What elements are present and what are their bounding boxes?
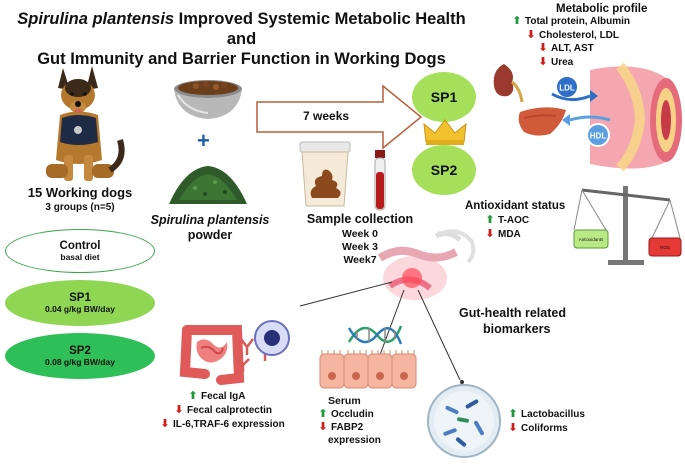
fecal-item-3: ⬇IL-6,TRAF-6 expression	[160, 418, 285, 430]
down-arrow-icon: ⬇	[508, 422, 518, 434]
antioxidant-item-1: ⬆T-AOC	[485, 214, 530, 226]
sample-collection-heading: Sample collection	[306, 212, 414, 226]
plus-sign: +	[197, 128, 210, 153]
group-control-name: Control	[59, 240, 101, 252]
group-sp1-name: SP1	[69, 292, 91, 304]
antioxidant-heading: Antioxidant status	[465, 200, 566, 212]
down-arrow-icon: ⬇	[538, 55, 548, 68]
treatment-oval-sp1: SP1	[412, 72, 476, 122]
scale-left-label: Antioxidants	[579, 237, 604, 242]
duration-label: 7 weeks	[303, 109, 350, 123]
metabolic-profile-list: ⬆Total protein, Albumin ⬇Cholesterol, LD…	[512, 15, 684, 69]
gut-health-heading-line2: biomarkers	[483, 322, 551, 336]
blood-tube-icon	[374, 150, 386, 211]
spirulina-label: Spirulina plantensis powder	[150, 213, 270, 243]
organs-and-vessel-illustration: LDL HDL	[493, 62, 682, 172]
gut-health-heading: Gut-health related biomarkers	[459, 305, 566, 337]
sample-time-week0: Week 0	[342, 228, 378, 240]
gut-tissue-illustration	[377, 231, 462, 300]
microbiota-item-1: ⬆Lactobacillus	[508, 408, 585, 420]
immune-cell-icon	[254, 320, 290, 356]
down-arrow-icon: ⬇	[538, 42, 548, 54]
title-line2: Gut Immunity and Barrier Function in Wor…	[37, 50, 446, 68]
metabolic-item-2: ⬇Cholesterol, LDL	[526, 28, 620, 41]
diagram-title: Spirulina plantensis Improved Systemic M…	[14, 9, 469, 69]
group-control-oval: Control basal diet	[5, 229, 155, 273]
serum-item-1: ⬆Occludin	[318, 408, 374, 420]
sample-time-week3: Week 3	[342, 241, 378, 253]
up-arrow-icon: ⬆	[318, 408, 328, 420]
dna-icon	[347, 325, 403, 345]
food-bowl-icon	[174, 80, 242, 119]
down-arrow-icon: ⬇	[318, 421, 328, 433]
fecal-item-2: ⬇Fecal calprotectin	[174, 404, 273, 416]
metabolic-profile-heading: Metabolic profile	[556, 3, 648, 15]
treatment-oval-sp1-label: SP1	[430, 89, 458, 105]
group-sp2-name: SP2	[69, 345, 91, 357]
scale-right-label: ROS	[660, 245, 670, 250]
petri-dish-bacteria-icon	[427, 384, 501, 458]
fecal-sample-cup-icon	[299, 141, 351, 207]
title-rest-line1: Improved Systemic Metabolic Health and	[174, 10, 466, 48]
spirulina-label-species: Spirulina plantensis	[150, 213, 270, 227]
seven-weeks-arrow	[256, 84, 423, 150]
treatment-oval-sp2: SP2	[412, 145, 476, 195]
dogs-subheading: 3 groups (n=5)	[45, 202, 115, 213]
group-sp1-dose: 0.04 g/kg BW/day	[45, 304, 115, 314]
gut-health-heading-line1: Gut-health related	[459, 306, 566, 320]
up-arrow-icon: ⬆	[188, 390, 198, 402]
serum-heading: Serum	[328, 395, 361, 407]
down-arrow-icon: ⬇	[174, 404, 184, 416]
up-arrow-icon: ⬆	[508, 408, 518, 420]
metabolic-item-3: ⬇ALT, AST	[538, 42, 594, 54]
up-arrow-icon: ⬆	[485, 214, 495, 226]
group-sp1-oval: SP1 0.04 g/kg BW/day	[5, 280, 155, 326]
epithelium-icon	[319, 350, 417, 389]
down-arrow-icon: ⬇	[160, 418, 170, 430]
title-species: Spirulina plantensis	[17, 10, 175, 28]
sample-time-week7: Week7	[343, 254, 377, 266]
microbiota-item-2: ⬇Coliforms	[508, 422, 568, 434]
working-dog-illustration	[46, 66, 125, 181]
treatment-oval-sp2-label: SP2	[430, 162, 458, 178]
fecal-item-1: ⬆Fecal IgA	[188, 390, 246, 402]
up-arrow-icon: ⬆	[512, 15, 522, 27]
hdl-bubble-label: HDL	[590, 132, 607, 141]
metabolic-item-4: ⬇Urea	[538, 55, 574, 68]
serum-tail: expression	[328, 435, 381, 446]
spirulina-label-powder: powder	[187, 228, 233, 242]
ldl-bubble-label: LDL	[559, 84, 575, 93]
down-arrow-icon: ⬇	[526, 28, 536, 41]
gut-tube-fragment	[437, 229, 476, 264]
group-sp2-oval: SP2 0.08 g/kg BW/day	[5, 333, 155, 379]
spirulina-powder-icon	[169, 166, 247, 204]
antioxidant-item-2: ⬇MDA	[485, 228, 521, 240]
crown-icon	[423, 119, 467, 145]
intestine-icon	[179, 325, 245, 385]
serum-item-2: ⬇FABP2	[318, 421, 364, 433]
balance-scale-icon: Antioxidants ROS	[573, 186, 682, 265]
down-arrow-icon: ⬇	[485, 228, 495, 240]
group-control-dose: basal diet	[60, 252, 100, 262]
metabolic-item-1: ⬆Total protein, Albumin	[512, 15, 630, 27]
group-sp2-dose: 0.08 g/kg BW/day	[45, 357, 115, 367]
dogs-heading: 15 Working dogs	[27, 185, 133, 200]
